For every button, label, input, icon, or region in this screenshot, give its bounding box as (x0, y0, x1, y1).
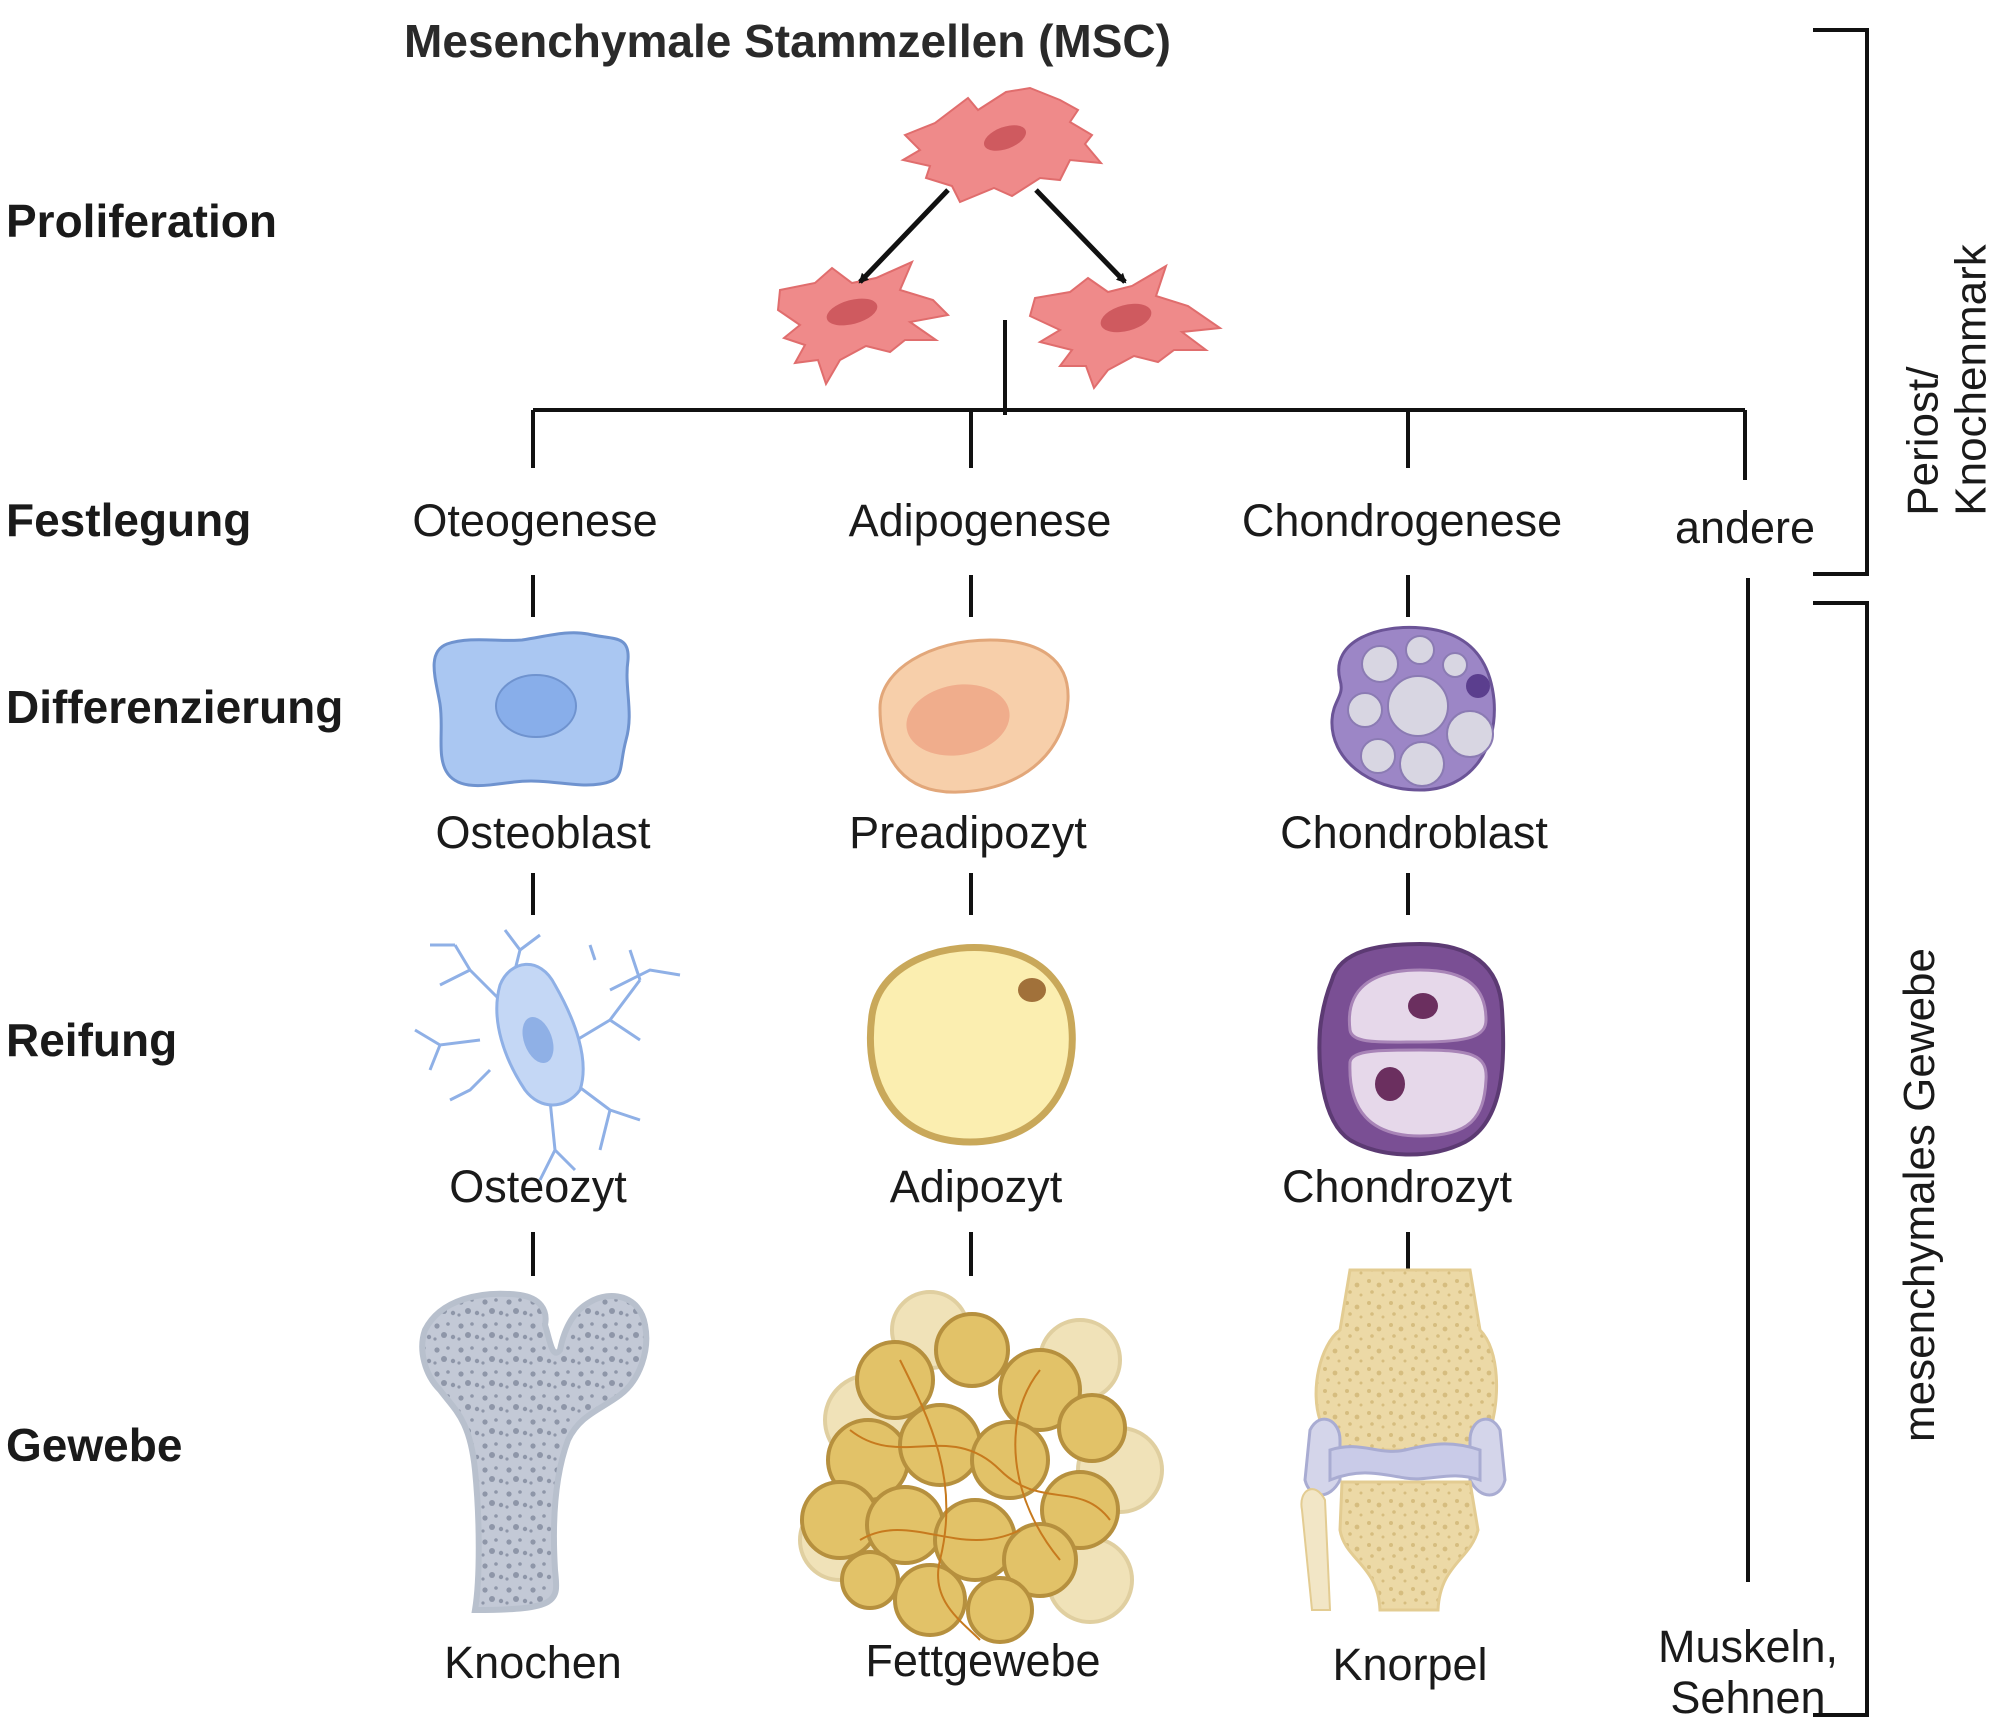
cell-label-chondroblast: Chondroblast (1280, 807, 1548, 858)
pathway-label-andere: andere (1674, 502, 1816, 553)
fat-tissue-illustration (798, 1290, 1164, 1644)
stage-label-differenzierung: Differenzierung (6, 681, 344, 733)
msc-daughter-cell-right (1028, 263, 1223, 391)
bracket-periost (1813, 28, 1869, 576)
osteoblast-cell (432, 631, 631, 788)
preadipocyte-cell (878, 638, 1070, 794)
cell-label-adipozyt: Adipozyt (889, 1161, 1063, 1212)
msc-parent-cell (900, 86, 1104, 204)
adipocyte-cell (867, 944, 1076, 1146)
tissue-label-knorpel: Knorpel (1332, 1639, 1488, 1690)
cell-label-chondrozyt: Chondrozyt (1281, 1161, 1513, 1212)
bone-illustration (419, 1290, 650, 1614)
pathway-label-chondrogenese: Chondrogenese (1241, 495, 1563, 546)
diagram-title: Mesenchymale Stammzellen (MSC) (404, 15, 1171, 67)
pathway-label-adipogenese: Adipogenese (848, 495, 1112, 546)
lineage-tree-lines (531, 320, 1750, 1582)
tissue-label-knochen: Knochen (444, 1637, 622, 1688)
stage-label-reifung: Reifung (6, 1014, 178, 1066)
tissue-label-sehnen: Sehnen (1670, 1672, 1826, 1722)
tissue-label-muskeln: Muskeln, (1657, 1621, 1839, 1672)
arrow-to-right-cell (1034, 188, 1127, 284)
bracket-label-mesenchymal: mesenchymales Gewebe (1895, 947, 1945, 1443)
stage-label-gewebe: Gewebe (6, 1419, 183, 1471)
cell-label-osteozyt: Osteozyt (449, 1161, 627, 1212)
chondrocyte-cell (1317, 941, 1506, 1157)
bracket-label-periost: Periost/ Knochenmark (1898, 244, 1995, 516)
bracket-mesenchymal (1813, 601, 1869, 1717)
chondroblast-cell (1330, 625, 1496, 792)
bracket-label-periost-line1: Periost/ (1898, 366, 1948, 516)
bracket-label-periost-line2: Knochenmark (1946, 244, 1995, 516)
stage-label-festlegung: Festlegung (6, 494, 252, 546)
tissue-label-fettgewebe: Fettgewebe (865, 1635, 1101, 1686)
osteocyte-cell (414, 929, 681, 1181)
cell-label-osteoblast: Osteoblast (435, 807, 651, 858)
pathway-label-osteogenese: Oteogenese (412, 495, 658, 546)
knee-joint-illustration (1300, 1268, 1507, 1612)
arrow-to-left-cell (858, 188, 950, 284)
stage-label-proliferation: Proliferation (6, 195, 277, 247)
cell-label-preadipozyt: Preadipozyt (849, 807, 1087, 858)
